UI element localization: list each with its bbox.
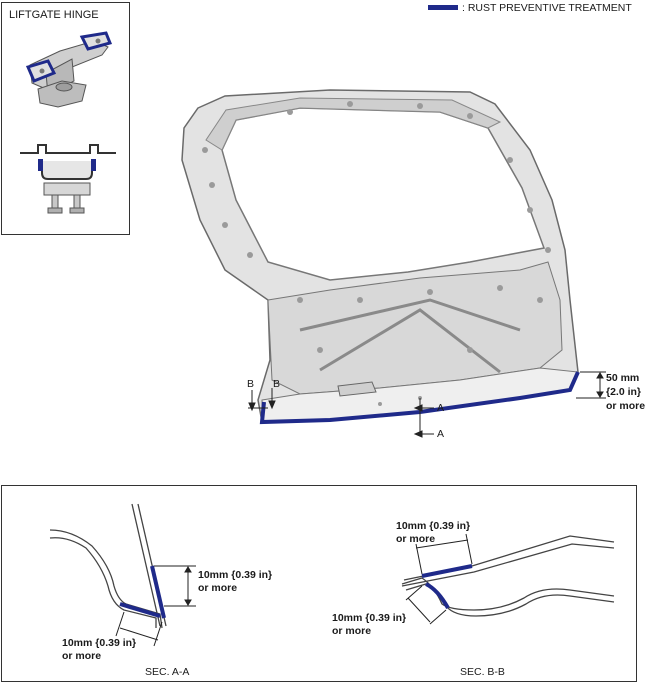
section-bb-dim-bottom-label: 10mm {0.39 in} or more [332,612,406,638]
section-a-top-label: A [437,402,445,414]
sections-panel: 10mm {0.39 in} or more 10mm {0.39 in} or… [1,485,637,682]
dim-50mm-line3: or more [606,400,645,412]
section-a-arrows [413,398,434,438]
aa-dim-right-line1: 10mm {0.39 in} [198,569,273,581]
section-aa-profile [49,503,167,629]
section-bb-treatment-upper [421,564,473,578]
bb-dim-top-line1: 10mm {0.39 in} [396,520,471,532]
section-aa-dims [115,565,196,647]
section-aa-treatment-vertical [150,565,166,619]
aa-dim-bottom-line1: 10mm {0.39 in} [62,637,137,649]
hinge-3d-view [25,31,113,108]
section-bb-title: SEC. B-B [460,666,505,678]
legend-swatch [428,5,458,10]
section-bb-treatment-lower [425,582,450,609]
hinge-illustration [20,31,116,214]
section-b-arrows [248,388,276,412]
hinge-side-view [20,144,116,214]
legend-label: : RUST PREVENTIVE TREATMENT [462,2,632,14]
section-b-left-label: B [247,378,255,390]
section-bb-profile [401,535,615,617]
bb-dim-top-line2: or more [396,533,436,545]
section-b-right-label: B [273,378,281,390]
aa-dim-bottom-line2: or more [62,650,102,662]
bb-dim-bottom-line1: 10mm {0.39 in} [332,612,407,624]
section-aa-dim-right-label: 10mm {0.39 in} or more [198,569,272,595]
section-aa-treatment-flange [119,602,161,618]
dimension-50mm [576,371,606,399]
aa-dim-right-line2: or more [198,582,238,594]
section-a-bottom-label: A [437,428,445,440]
dim-50mm-line1: 50 mm [606,372,640,384]
section-bb-dims [405,533,473,625]
section-bb-dim-top-label: 10mm {0.39 in} or more [396,520,470,546]
dim-50mm-line2: {2.0 in} [606,386,642,398]
sections-illustration [49,503,615,647]
section-aa-dim-bottom-label: 10mm {0.39 in} or more [62,637,136,663]
liftgate-body [181,89,579,423]
section-aa-title: SEC. A-A [145,666,190,678]
hinge-inset-panel: LIFTGATE HINGE [1,2,130,235]
hinge-title: LIFTGATE HINGE [9,9,99,21]
bb-dim-bottom-line2: or more [332,625,372,637]
liftgate-illustration [181,89,606,438]
dimension-50mm-label: 50 mm {2.0 in} or more [606,371,645,413]
